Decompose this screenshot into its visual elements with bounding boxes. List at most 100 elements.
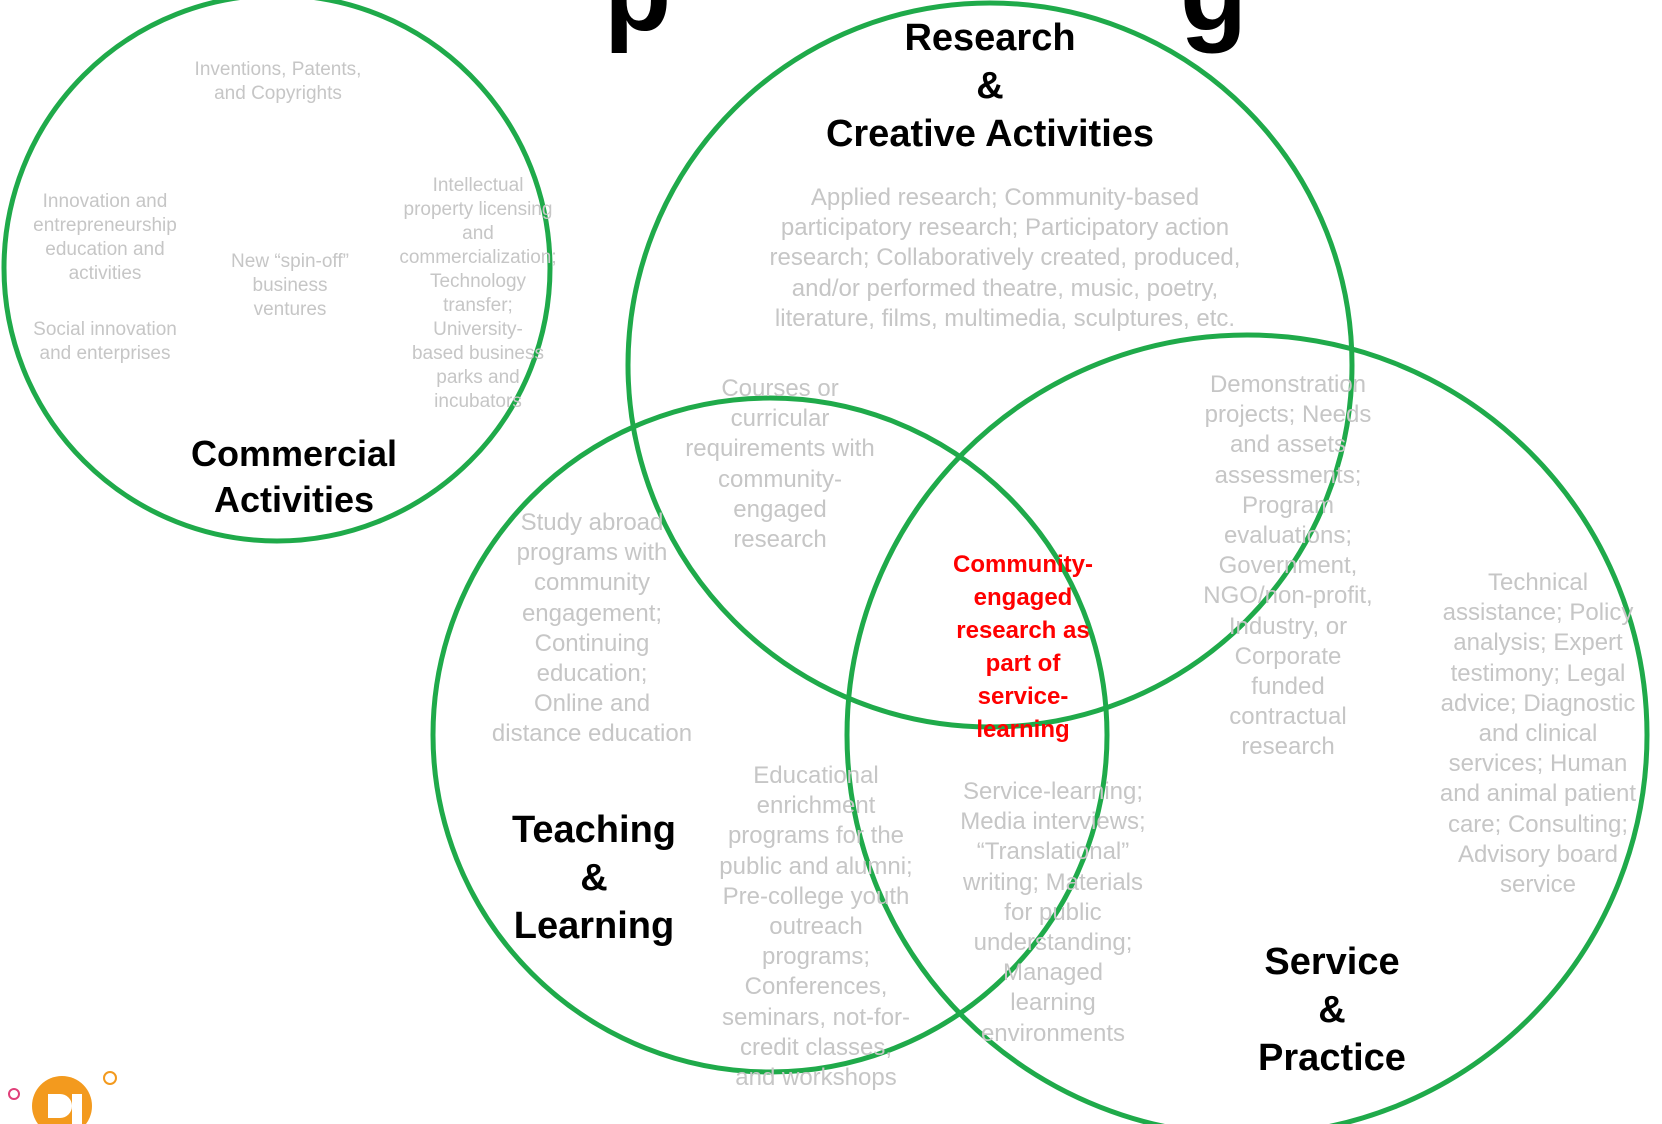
center-overlap-text-line: research as (956, 617, 1090, 644)
title-fragment-right: g (1180, 0, 1247, 48)
social-innovation-text: Social innovation and enterprises (14, 318, 196, 366)
research-service-overlap-text-line: research (1241, 733, 1335, 761)
technical-assistance-text-line: assistance; Policy (1442, 599, 1634, 627)
research-heading-line: Creative Activities (825, 113, 1155, 155)
educational-enrichment-text-line: outreach (769, 913, 863, 941)
organization-logo (8, 1071, 117, 1124)
research-heading-line: & (976, 65, 1004, 107)
center-overlap-text-line: Community- (953, 551, 1093, 578)
teaching-heading-line: & (580, 857, 608, 899)
research-teaching-overlap-text-line: engaged (733, 495, 827, 523)
spinoff-text-line: ventures (253, 299, 327, 320)
service-heading-line: & (1318, 989, 1346, 1031)
ip-licensing-text-line: property licensing (403, 199, 553, 220)
commercial-heading-line: Activities (213, 479, 375, 520)
teaching-service-overlap-text-line: understanding; (973, 929, 1133, 957)
technical-assistance-text-line: testimony; Legal (1450, 659, 1626, 687)
teaching-service-overlap-text-line: writing; Materials (962, 868, 1144, 896)
research-service-overlap-text-line: Government, (1218, 552, 1358, 580)
spinoff-text-line: business (252, 275, 328, 296)
teaching-service-overlap-text-line: “Translational” (976, 838, 1130, 866)
social-innovation-text-line: Social innovation (33, 319, 177, 340)
research-description-line: research; Collaboratively created, produ… (769, 244, 1241, 272)
spinoff-text: New “spin-off” business ventures (214, 250, 366, 322)
research-service-overlap-text-line: Industry, or (1228, 612, 1348, 640)
research-service-overlap-text-line: evaluations; (1223, 522, 1353, 550)
teaching-circle (430, 395, 1110, 1075)
educational-enrichment-text-line: enrichment (756, 792, 876, 820)
research-description-line: participatory research; Participatory ac… (780, 214, 1230, 242)
research-service-overlap-text-line: projects; Needs (1204, 401, 1372, 429)
commercial-heading-line: Commercial (190, 433, 398, 474)
research-teaching-overlap-text-line: requirements with (685, 435, 875, 463)
research-description-line: and/or performed theatre, music, poetry, (791, 274, 1219, 302)
research-heading: Research & Creative Activities (800, 14, 1180, 158)
innovation-text-line: entrepreneurship (33, 215, 177, 236)
service-heading-line: Practice (1258, 1037, 1406, 1079)
research-service-overlap-text-line: and assets (1229, 431, 1347, 459)
ip-licensing-text-line: based business (411, 343, 545, 364)
study-abroad-text-line: engagement; (521, 599, 663, 627)
technical-assistance-text-line: Advisory board (1457, 840, 1619, 868)
educational-enrichment-text-line: credit classes, (739, 1033, 893, 1061)
innovation-text: Innovation and entrepreneurship education … (14, 190, 196, 286)
study-abroad-text-line: distance education (491, 720, 693, 748)
research-service-overlap-text-line: funded (1251, 673, 1325, 701)
ip-text-line: Inventions, Patents, (194, 59, 362, 80)
ip-text: Inventions, Patents, and Copyrights (178, 58, 378, 106)
research-teaching-overlap-text-line: research (733, 526, 827, 554)
social-innovation-text-line: and enterprises (39, 343, 171, 364)
research-description-line: literature, films, multimedia, sculpture… (774, 304, 1236, 332)
research-teaching-overlap-text-line: curricular (730, 405, 830, 433)
educational-enrichment-text-line: public and alumni; (719, 852, 913, 880)
ip-text-line: and Copyrights (214, 83, 342, 104)
research-service-overlap-text-line: assessments; (1214, 461, 1362, 489)
research-service-overlap-text-line: contractual (1229, 703, 1347, 731)
center-overlap-text-line: engaged (973, 584, 1073, 611)
study-abroad-text-line: programs with (516, 539, 668, 567)
innovation-text-line: Innovation and (42, 191, 168, 212)
study-abroad-text-line: Online and (533, 690, 651, 718)
study-abroad-text-line: Study abroad (520, 509, 664, 536)
technical-assistance-text-line: and animal patient (1439, 780, 1637, 808)
teaching-service-overlap-text-line: Service-learning; (962, 778, 1144, 805)
educational-enrichment-text-line: Educational (753, 762, 879, 789)
service-heading: Service & Practice (1222, 938, 1442, 1082)
research-teaching-overlap-text-line: Courses or (721, 375, 839, 402)
technical-assistance-text-line: advice; Diagnostic (1440, 689, 1636, 717)
study-abroad-text-line: Continuing (534, 629, 650, 657)
research-service-overlap-text-line: Program (1241, 491, 1335, 519)
educational-enrichment-text-line: and workshops (735, 1064, 897, 1092)
educational-enrichment-text-line: Conferences, (744, 973, 888, 1001)
technical-assistance-text-line: analysis; Expert (1453, 629, 1623, 657)
teaching-service-overlap-text-line: Managed (1002, 959, 1104, 987)
service-circle (844, 332, 1650, 1124)
technical-assistance-text-line: and clinical (1478, 720, 1598, 748)
technical-assistance-text-line: Technical (1487, 569, 1589, 596)
ip-licensing-text-line: incubators (434, 391, 522, 412)
teaching-service-overlap-text-line: environments (980, 1019, 1126, 1047)
ip-licensing-text-line: commercialization; (399, 247, 557, 268)
commercial-activities-circle (1, 0, 553, 544)
ip-licensing-text-line: parks and (436, 367, 520, 388)
research-heading-line: Research (904, 17, 1076, 59)
spinoff-text-line: New “spin-off” (231, 251, 349, 272)
center-overlap-text-line: service- (977, 683, 1069, 710)
teaching-service-overlap-text-line: for public (1004, 898, 1102, 926)
ip-licensing-text-line: Technology (429, 271, 527, 292)
educational-enrichment-text-line: programs for the (727, 822, 905, 850)
educational-enrichment-text-line: programs; (761, 943, 871, 971)
innovation-text-line: education and (45, 239, 165, 260)
technical-assistance-text-line: care; Consulting; (1447, 810, 1629, 838)
service-heading-line: Service (1264, 941, 1400, 983)
